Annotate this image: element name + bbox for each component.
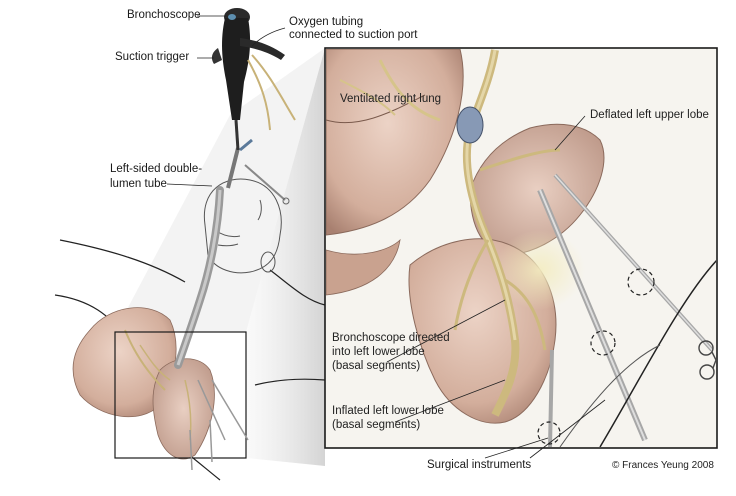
label-bronchoscope-directed-line3: (basal segments)	[332, 360, 421, 372]
label-bronchoscope: Bronchoscope	[127, 9, 201, 21]
label-oxygen-tubing-line1: Oxygen tubing	[289, 16, 364, 28]
bronchoscope-handle	[211, 8, 285, 151]
label-oxygen-tubing-line2: connected to suction port	[289, 29, 418, 41]
oxygen-tubing	[247, 54, 296, 131]
copyright-notice: © Frances Yeung 2008	[612, 460, 714, 471]
label-deflated-left-upper-lobe: Deflated left upper lobe	[590, 109, 709, 121]
body-inset-frame	[114, 331, 247, 459]
leader-lines	[166, 15, 606, 459]
label-bronchoscope-directed-line1: Bronchoscope directed	[332, 332, 450, 344]
label-suction-trigger: Suction trigger	[115, 51, 190, 63]
double-lumen-tube	[174, 138, 290, 369]
label-ventilated-right-lung: Ventilated right lung	[340, 93, 442, 105]
label-bronchoscope-directed-line2: into left lower lobe	[332, 346, 425, 358]
label-surgical-instruments: Surgical instruments	[427, 459, 532, 471]
label-inflated-left-lower-lobe-line2: (basal segments)	[332, 419, 421, 431]
label-dlt-line2: lumen tube	[110, 178, 167, 190]
label-dlt-line1: Left-sided double-	[110, 163, 203, 175]
body-instruments	[189, 379, 249, 471]
detail-inset	[324, 47, 718, 449]
label-inflated-left-lower-lobe-line1: Inflated left lower lobe	[332, 405, 444, 417]
